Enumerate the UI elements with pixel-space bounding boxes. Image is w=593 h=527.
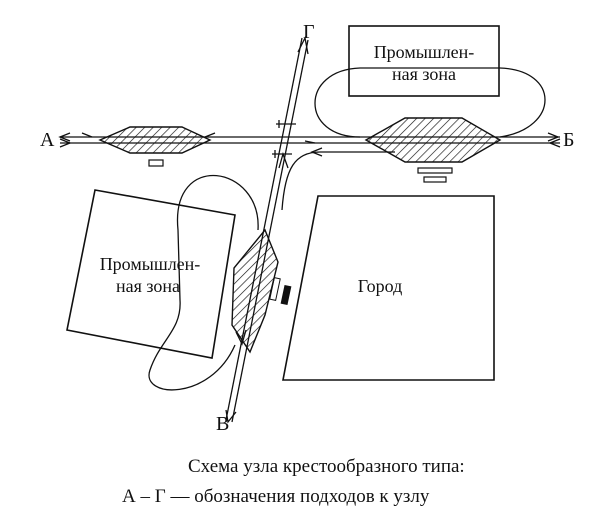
track-v-g — [225, 35, 309, 424]
industrial-zone-top-label-1: Промышлен- — [374, 42, 475, 62]
loop-left-zone — [148, 174, 259, 391]
caption-legend: А – Г — обозначения подходов к узлу — [122, 486, 430, 507]
city-block: Город — [282, 195, 495, 381]
connector-track — [281, 151, 395, 211]
industrial-zone-top-label-2: ная зона — [392, 64, 456, 84]
industrial-zone-top: Промышлен- ная зона — [348, 25, 500, 97]
caption-title: Схема узла крестообразного типа: — [188, 456, 465, 477]
crossing-marker — [272, 120, 296, 158]
approach-a-label: А — [40, 129, 55, 151]
industrial-zone-left-label-1: Промышлен- — [100, 254, 201, 274]
station-left — [98, 126, 212, 167]
station-diagonal — [231, 228, 292, 354]
station-right — [364, 117, 502, 183]
approach-v-label: В — [216, 413, 229, 435]
approach-b-label: Б — [563, 129, 574, 151]
industrial-zone-left: Промышлен- ная зона — [66, 189, 236, 359]
loop-top-zone — [314, 67, 546, 138]
approach-g-label: Г — [303, 21, 315, 43]
industrial-zone-left-label-2: ная зона — [116, 276, 180, 296]
city-label: Город — [358, 276, 402, 296]
